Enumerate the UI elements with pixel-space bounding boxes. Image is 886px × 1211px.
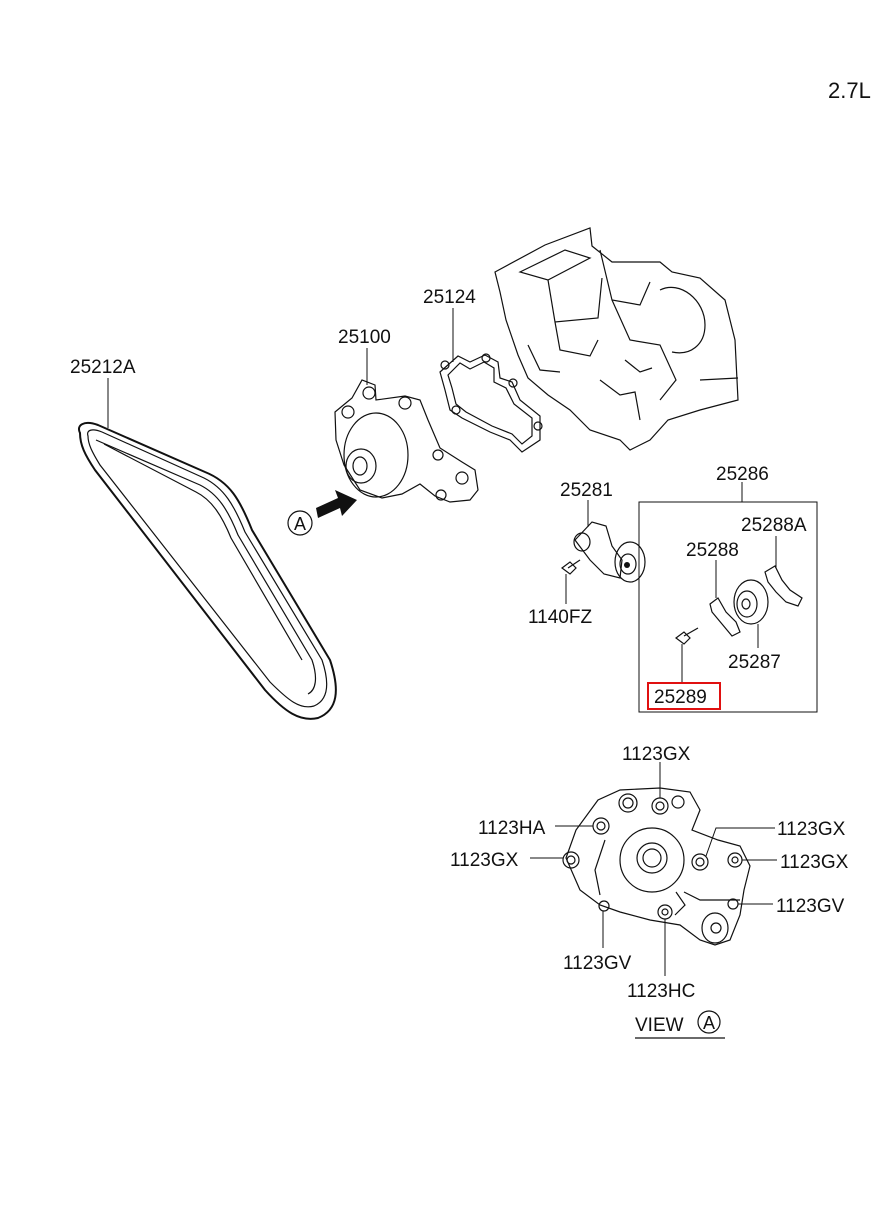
label-25288: 25288 bbox=[686, 540, 739, 561]
label-25100: 25100 bbox=[338, 327, 391, 348]
label-1123GX-top: 1123GX bbox=[622, 744, 691, 765]
highlight-25289 bbox=[647, 682, 721, 710]
callout-marker-a bbox=[287, 510, 313, 536]
engine-label: 2.7L bbox=[828, 78, 871, 103]
bracket bbox=[709, 597, 741, 637]
label-25124: 25124 bbox=[423, 287, 476, 308]
bracket-a bbox=[764, 565, 803, 607]
water-pump bbox=[334, 379, 479, 503]
label-1123GV-right: 1123GV bbox=[776, 896, 845, 917]
label-1123GV-bottom: 1123GV bbox=[563, 953, 632, 974]
label-25289: 25289 bbox=[654, 687, 707, 708]
label-1123HC: 1123HC bbox=[627, 981, 695, 1002]
view-a-caption: VIEW bbox=[635, 1015, 684, 1036]
engine-block bbox=[494, 227, 739, 451]
label-25286: 25286 bbox=[716, 464, 769, 485]
view-a-arrow bbox=[316, 490, 357, 518]
label-1140FZ: 1140FZ bbox=[528, 607, 592, 628]
label-25288A: 25288A bbox=[741, 515, 807, 536]
label-1123HA: 1123HA bbox=[478, 818, 546, 839]
pump-view-a bbox=[562, 787, 751, 946]
label-25212A: 25212A bbox=[70, 357, 136, 378]
idler-bolt bbox=[675, 627, 699, 645]
tensioner bbox=[573, 521, 646, 583]
label-1123GX-right: 1123GX bbox=[780, 852, 849, 873]
pump-gasket bbox=[439, 353, 543, 453]
label-1123GX-left: 1123GX bbox=[450, 850, 519, 871]
idler-pulley bbox=[733, 579, 769, 625]
tensioner-bolt bbox=[561, 559, 581, 575]
view-a-marker-text: A bbox=[703, 1013, 715, 1033]
view-a-marker bbox=[697, 1010, 721, 1034]
label-25281: 25281 bbox=[560, 480, 613, 501]
label-25287: 25287 bbox=[728, 652, 781, 673]
label-1123GX-right-upper: 1123GX bbox=[777, 819, 846, 840]
drive-belt bbox=[78, 422, 337, 720]
callout-marker-a-text: A bbox=[294, 514, 306, 534]
